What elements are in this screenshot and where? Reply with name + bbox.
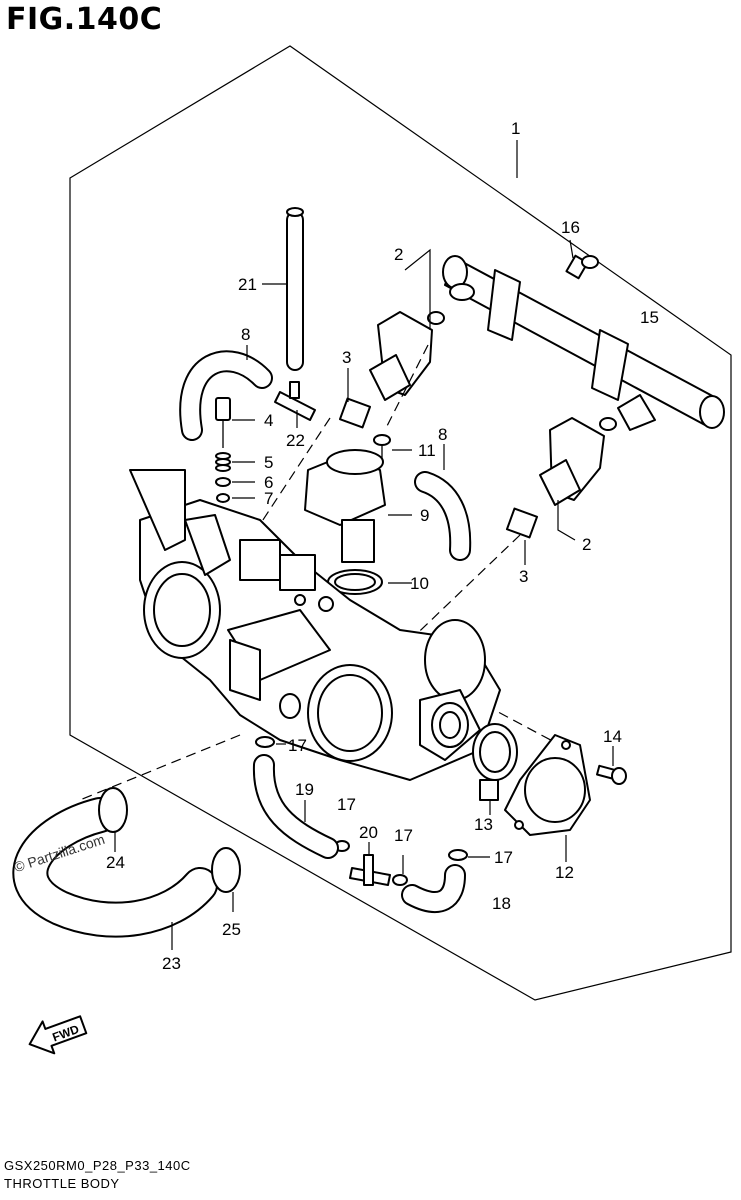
o-ring-10-inner <box>334 573 376 591</box>
callout-12: 12 <box>555 863 574 882</box>
callout-21: 21 <box>238 275 257 294</box>
cap-3-lower <box>505 507 539 539</box>
hose-19-inner <box>254 756 337 857</box>
washer-7 <box>216 493 230 503</box>
dash-line-b <box>399 534 521 651</box>
hose-23-inner <box>14 799 216 936</box>
callout-19: 19 <box>295 780 314 799</box>
callout-25: 25 <box>222 920 241 939</box>
hose-8-right-inner <box>416 473 470 559</box>
callout-2-lower: 2 <box>582 535 591 554</box>
clamp-17-d <box>392 874 408 886</box>
injector-upper <box>369 311 445 401</box>
sensor-9 <box>304 449 386 563</box>
screw-4 <box>215 397 231 448</box>
spring-5 <box>215 452 231 472</box>
callout-3-upper: 3 <box>342 348 351 367</box>
fwd-arrow: FWD <box>28 1015 88 1055</box>
callout-2-upper: 2 <box>394 245 403 264</box>
callout-18: 18 <box>492 894 511 913</box>
tee-joint-22 <box>274 381 316 421</box>
pipe-21 <box>286 207 304 371</box>
callout-15: 15 <box>640 308 659 327</box>
screw-14 <box>596 764 627 785</box>
callout-7: 7 <box>264 489 273 508</box>
sensor-12 <box>504 734 591 836</box>
leader-2-lower <box>557 500 576 541</box>
callout-5: 5 <box>264 453 273 472</box>
joint-20 <box>349 854 391 886</box>
throttle-body <box>129 469 501 781</box>
fuel-rail <box>442 255 725 431</box>
hose-8-left-inner <box>181 352 271 439</box>
figure-name: THROTTLE BODY <box>4 1176 120 1191</box>
dash-line-d <box>79 734 241 801</box>
bracket-13 <box>472 723 518 801</box>
callout-23: 23 <box>162 954 181 973</box>
callout-8-left: 8 <box>241 325 250 344</box>
assembly-outline <box>69 45 732 1001</box>
clamp-25 <box>211 847 241 893</box>
leader-16 <box>569 239 574 259</box>
callout-4: 4 <box>264 411 273 430</box>
callout-20: 20 <box>359 823 378 842</box>
callout-6: 6 <box>264 473 273 492</box>
figure-code: GSX250RM0_P28_P33_140C <box>4 1158 191 1173</box>
leader-2-upper <box>404 248 431 330</box>
screw-16 <box>565 254 599 280</box>
figure-title: FIG.140C <box>6 2 163 37</box>
callout-1: 1 <box>511 119 520 138</box>
injector-lower <box>539 417 617 506</box>
callout-14: 14 <box>603 727 622 746</box>
callout-16: 16 <box>561 218 580 237</box>
callout-24: 24 <box>106 853 125 872</box>
clamp-17-b <box>448 849 468 861</box>
washer-6 <box>215 477 231 487</box>
callout-3-lower: 3 <box>519 567 528 586</box>
callout-17-d: 17 <box>394 826 413 845</box>
callout-11: 11 <box>418 441 436 460</box>
dash-line-e <box>484 704 561 746</box>
clamp-17-a <box>255 736 275 748</box>
cap-3-upper <box>338 397 372 429</box>
callout-10: 10 <box>410 574 429 593</box>
callout-17-e: 17 <box>337 795 356 814</box>
callout-17-b: 17 <box>494 848 513 867</box>
callout-17-a: 17 <box>288 736 307 755</box>
callout-22: 22 <box>286 431 305 450</box>
callout-13: 13 <box>474 815 493 834</box>
callout-9: 9 <box>420 506 429 525</box>
hose-18-inner <box>403 866 464 911</box>
clamp-24 <box>98 787 128 833</box>
callout-8-right: 8 <box>438 425 447 444</box>
